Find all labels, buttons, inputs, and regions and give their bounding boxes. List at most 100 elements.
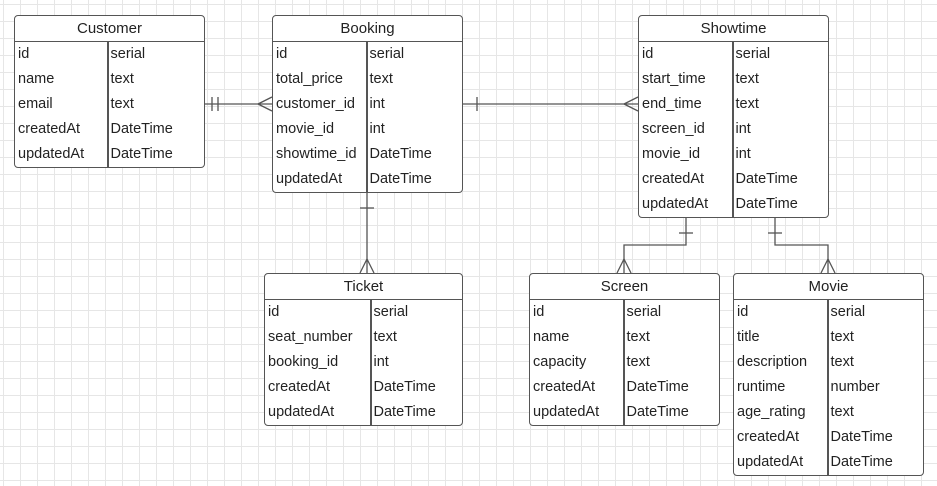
field-row: total_price text [273,67,462,92]
field-name: showtime_id [276,146,357,162]
entity-title: Customer [15,16,204,42]
field-name: updatedAt [737,454,804,470]
crows-foot-mark [616,258,632,274]
field-name: age_rating [737,404,806,420]
field-type: serial [830,304,866,320]
field-row: id serial [639,42,828,67]
field-type: DateTime [830,454,893,470]
field-row: screen_id int [639,117,828,142]
column-divider [623,300,625,425]
field-type: int [735,121,751,137]
field-name: total_price [276,71,343,87]
field-name: movie_id [276,121,335,137]
field-row: updatedAt DateTime [15,142,204,167]
field-name: movie_id [642,146,701,162]
field-type: text [830,404,854,420]
entity-title: Ticket [265,274,462,300]
field-name: updatedAt [533,404,600,420]
field-name: updatedAt [268,404,335,420]
field-row: id serial [265,300,462,325]
field-name: createdAt [642,171,705,187]
field-type: DateTime [626,379,689,395]
field-name: name [533,329,570,345]
connector-showtime-movie [774,218,829,273]
field-name: createdAt [268,379,331,395]
field-name: updatedAt [276,171,343,187]
field-name: updatedAt [18,146,85,162]
field-type: text [626,329,650,345]
entity-title: Screen [530,274,719,300]
field-type: DateTime [735,196,798,212]
field-type: text [110,96,134,112]
field-type: DateTime [110,146,173,162]
field-type: DateTime [373,379,436,395]
column-divider [370,300,372,425]
crows-foot-mark [257,96,273,112]
field-row: movie_id int [639,142,828,167]
field-name: createdAt [18,121,81,137]
field-type: text [735,96,759,112]
field-name: email [18,96,53,112]
field-row: createdAt DateTime [639,167,828,192]
field-row: email text [15,92,204,117]
field-row: id serial [15,42,204,67]
field-type: serial [373,304,409,320]
entity-title: Showtime [639,16,828,42]
field-name: start_time [642,71,706,87]
field-type: DateTime [110,121,173,137]
field-type: int [373,354,389,370]
field-name: id [18,46,30,62]
field-row: id serial [734,300,923,325]
field-name: id [533,304,545,320]
field-type: serial [735,46,771,62]
entity-title: Booking [273,16,462,42]
field-name: booking_id [268,354,339,370]
field-type: text [369,71,393,87]
field-name: id [642,46,654,62]
entity-title: Movie [734,274,923,300]
field-name: updatedAt [642,196,709,212]
field-name: description [737,354,808,370]
field-type: int [369,96,385,112]
field-name: id [737,304,749,320]
field-name: screen_id [642,121,705,137]
field-type: text [735,71,759,87]
field-type: serial [110,46,146,62]
field-name: createdAt [737,429,800,445]
field-type: DateTime [369,171,432,187]
field-type: int [735,146,751,162]
field-row: updatedAt DateTime [639,192,828,217]
field-type: int [369,121,385,137]
field-name: runtime [737,379,786,395]
crows-foot-mark [359,258,375,274]
column-divider [732,42,734,217]
column-divider [107,42,109,167]
field-type: DateTime [735,171,798,187]
column-divider [827,300,829,475]
field-type: text [626,354,650,370]
field-name: title [737,329,760,345]
field-row: movie_id int [273,117,462,142]
field-name: id [268,304,280,320]
field-row: name text [530,325,719,350]
column-divider [366,42,368,192]
field-name: id [276,46,288,62]
